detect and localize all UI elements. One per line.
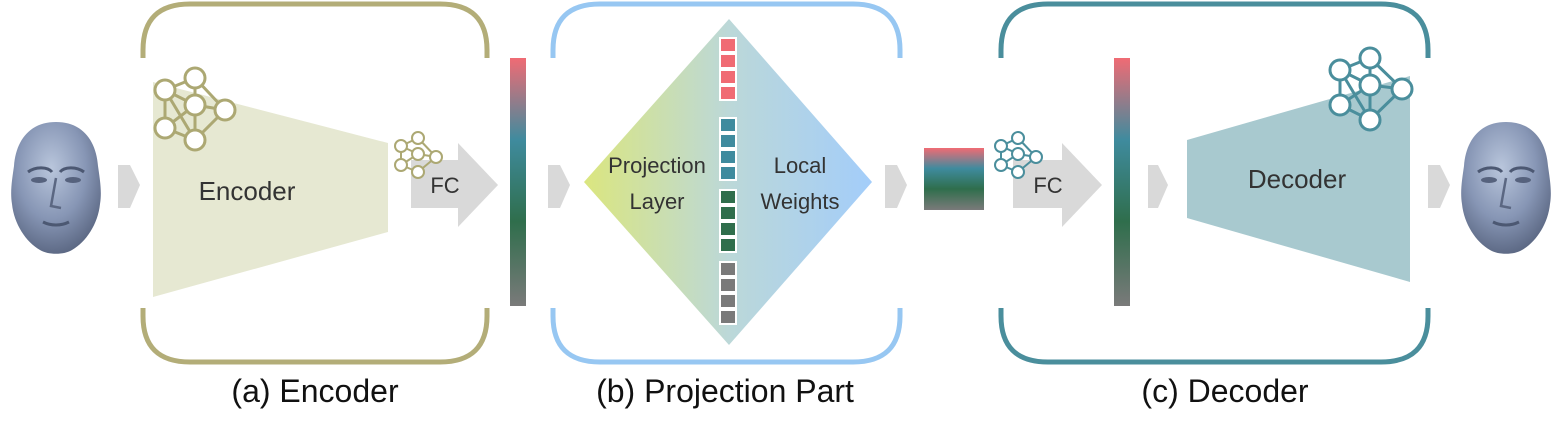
decoder-in-arrow-icon (1148, 165, 1168, 208)
projection-bracket-top (550, 1, 903, 58)
projection-caption: (b) Projection Part (596, 373, 854, 409)
decoder-trapezoid (1187, 76, 1410, 282)
decoder-fc-arrow-icon (1013, 143, 1102, 227)
weight-cell (719, 69, 737, 85)
weight-cell (719, 221, 737, 237)
encoder-fc-network-icon (394, 131, 443, 179)
encoder-trapezoid (153, 82, 388, 297)
decoder-panel: FC Decoder (994, 1, 1431, 409)
weight-cell (719, 205, 737, 221)
decoder-fc-network-icon (994, 131, 1043, 179)
weight-cell (719, 85, 737, 101)
projection-layer-label-line2: Layer (629, 189, 684, 214)
encoder-fc-arrow-icon (411, 143, 498, 227)
local-weights-label-line2: Weights (760, 189, 839, 214)
latent-vector-2 (1114, 58, 1130, 306)
weight-cell (719, 261, 737, 277)
weight-cell (719, 165, 737, 181)
encoder-bracket-top (140, 1, 490, 58)
output-face-mesh-icon (1459, 120, 1553, 256)
weight-cell (719, 309, 737, 325)
weight-cell (719, 149, 737, 165)
encoder-fc-label: FC (430, 173, 459, 198)
decoder-caption: (c) Decoder (1141, 373, 1309, 409)
decoder-block-label: Decoder (1248, 164, 1347, 194)
decoder-fc-label: FC (1033, 173, 1062, 198)
decoder-bracket-bottom (998, 308, 1431, 365)
weight-cell (719, 237, 737, 253)
encoder-network-icon (153, 66, 237, 152)
decoder-network-icon (1328, 46, 1414, 132)
projection-out-arrow-icon (885, 165, 907, 208)
projection-panel: Projection Layer Local Weights (b) Proje… (550, 1, 903, 409)
encoder-caption: (a) Encoder (231, 373, 399, 409)
input-arrow-icon (118, 165, 140, 208)
projection-bracket-bottom (550, 308, 903, 365)
encoder-panel: Encoder FC (140, 1, 498, 409)
encoder-bracket-bottom (140, 308, 490, 365)
input-face-mesh-icon (9, 120, 103, 256)
projection-in-arrow-icon (548, 165, 570, 208)
weight-cell (719, 189, 737, 205)
decoder-bracket-top (998, 1, 1431, 58)
weight-cell (719, 117, 737, 133)
local-weights-label-line1: Local (774, 153, 827, 178)
encoder-block-label: Encoder (199, 176, 296, 206)
projection-diamond (584, 19, 872, 345)
projection-layer-label-line1: Projection (608, 153, 706, 178)
projected-feature-block (924, 148, 984, 210)
output-arrow-icon (1428, 165, 1450, 208)
weight-cell (719, 277, 737, 293)
weight-cell (719, 293, 737, 309)
weight-cells-column (719, 37, 737, 325)
latent-vector-1 (510, 58, 526, 306)
weight-cell (719, 133, 737, 149)
weight-cell (719, 37, 737, 53)
weight-cell (719, 53, 737, 69)
